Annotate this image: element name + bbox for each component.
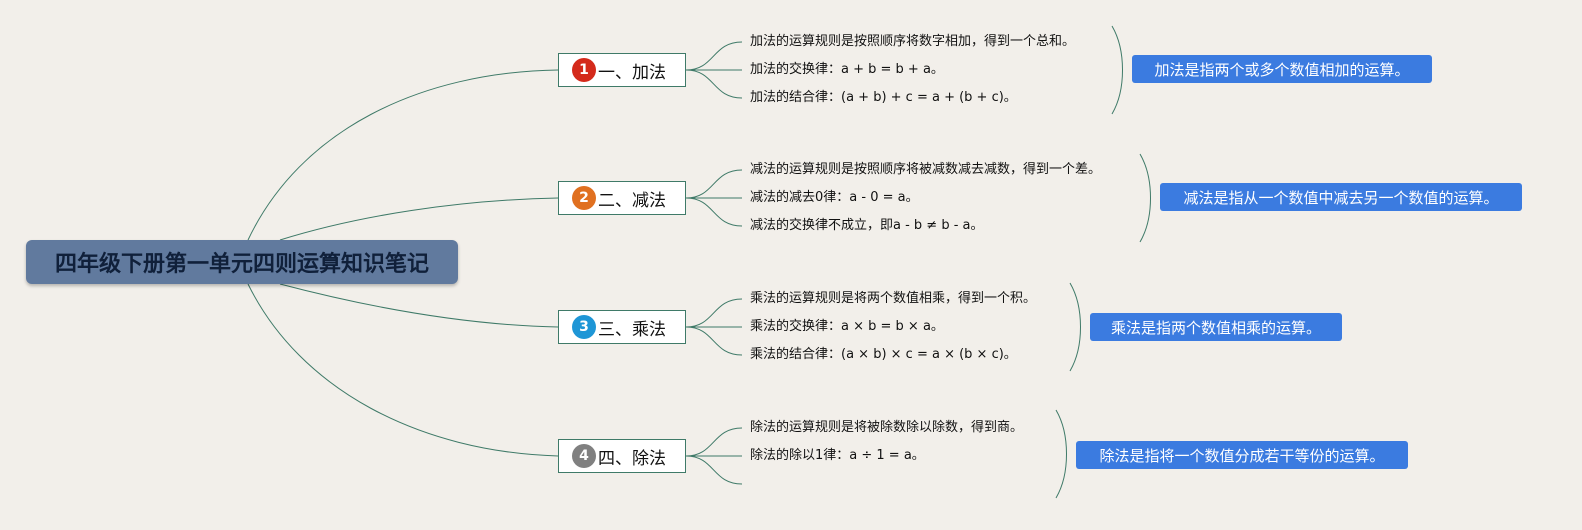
summary-text: 除法是指将一个数值分成若干等份的运算。 [1099,446,1385,465]
branch-1-leaf-1-line [685,41,743,71]
summary-addition[interactable]: 加法是指两个或多个数值相加的运算。 [1132,55,1432,83]
branch-4-leaf-3-line [685,455,743,485]
root-branch-4-line [247,283,559,457]
summary-text: 加法是指两个或多个数值相加的运算。 [1154,60,1410,79]
summary-2-bracket [1139,153,1151,243]
summary-subtraction[interactable]: 减法是指从一个数值中减去另一个数值的运算。 [1160,183,1522,211]
leaf-addition-associative[interactable]: 加法的结合律：(a + b) + c = a + (b + c)。 [750,90,1017,105]
summary-text: 减法是指从一个数值中减去另一个数值的运算。 [1183,188,1499,207]
summary-4-bracket [1055,409,1067,499]
branch-4-leaf-1-line [685,427,743,457]
leaf-multiplication-associative[interactable]: 乘法的结合律：(a × b) × c = a × (b × c)。 [750,347,1017,362]
branch-2-leaf-1-line [685,169,743,199]
root-branch-2-line [279,197,559,241]
root-branch-3-line [279,283,559,328]
branch-subtraction[interactable]: 2 二、减法 [558,181,686,215]
leaf-subtraction-commutative[interactable]: 减法的交换律不成立，即a - b ≠ b - a。 [750,218,984,233]
leaf-multiplication-commutative[interactable]: 乘法的交换律：a × b = b × a。 [750,319,944,334]
branch-multiplication[interactable]: 3 三、乘法 [558,310,686,344]
branch-label: 四、除法 [598,448,666,469]
leaf-subtraction-zero[interactable]: 减法的减去0律：a - 0 = a。 [750,190,919,205]
leaf-multiplication-rule[interactable]: 乘法的运算规则是将两个数值相乘，得到一个积。 [750,291,1037,306]
number-badge-2: 2 [572,186,596,210]
branch-label: 一、加法 [598,62,666,83]
branch-label: 三、乘法 [598,319,666,340]
branch-3-leaf-1-line [685,298,743,328]
branch-addition[interactable]: 1 一、加法 [558,53,686,87]
root-title: 四年级下册第一单元四则运算知识笔记 [54,252,429,277]
leaf-subtraction-rule[interactable]: 减法的运算规则是按照顺序将被减数减去减数，得到一个差。 [750,162,1102,177]
branch-2-leaf-3-line [685,197,743,227]
leaf-addition-rule[interactable]: 加法的运算规则是按照顺序将数字相加，得到一个总和。 [750,34,1076,49]
root-branch-1-line [247,69,559,241]
root-topic[interactable]: 四年级下册第一单元四则运算知识笔记 [26,240,458,284]
leaf-addition-commutative[interactable]: 加法的交换律：a + b = b + a。 [750,62,944,77]
summary-multiplication[interactable]: 乘法是指两个数值相乘的运算。 [1090,313,1342,341]
branch-label: 二、减法 [598,190,666,211]
number-badge-3: 3 [572,315,596,339]
branch-division[interactable]: 4 四、除法 [558,439,686,473]
branch-1-leaf-3-line [685,69,743,99]
number-badge-1: 1 [572,58,596,82]
leaf-division-one[interactable]: 除法的除以1律：a ÷ 1 = a。 [750,448,925,463]
summary-text: 乘法是指两个数值相乘的运算。 [1110,318,1321,337]
summary-3-bracket [1069,282,1081,372]
summary-1-bracket [1111,25,1123,115]
number-badge-4: 4 [572,444,596,468]
leaf-division-rule[interactable]: 除法的运算规则是将被除数除以除数，得到商。 [750,420,1024,435]
summary-division[interactable]: 除法是指将一个数值分成若干等份的运算。 [1076,441,1408,469]
branch-3-leaf-3-line [685,326,743,356]
